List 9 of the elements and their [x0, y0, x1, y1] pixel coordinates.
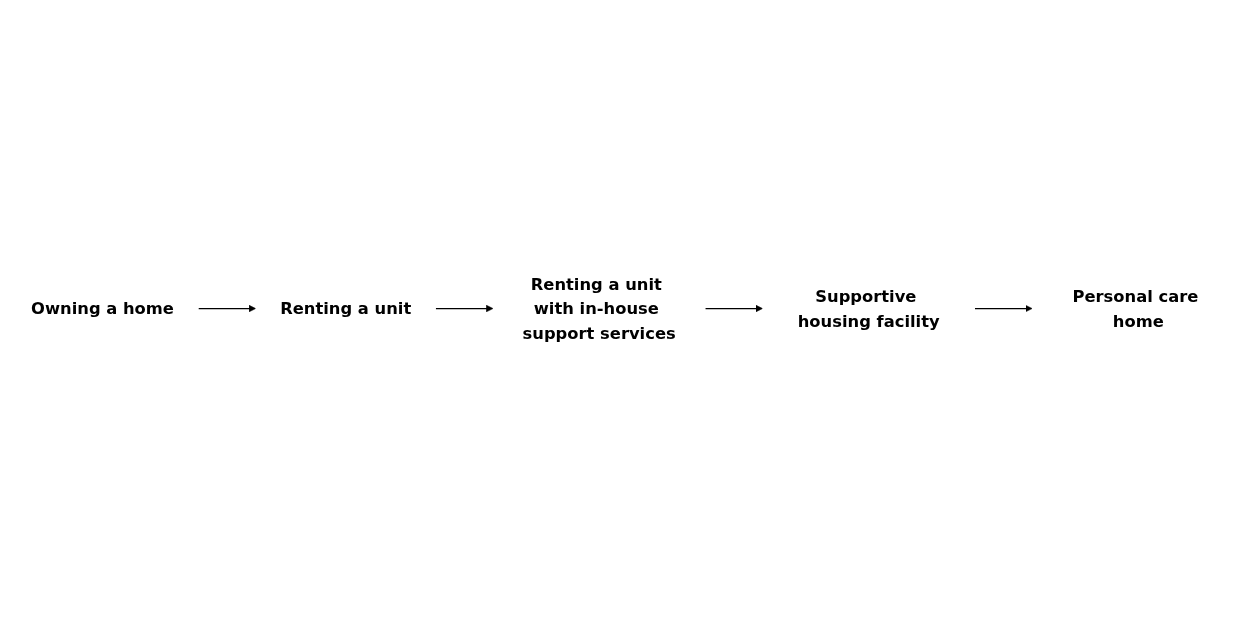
node-text: Owning a home: [31, 298, 174, 319]
node-text: Supportive housing facility: [797, 286, 940, 331]
node-text: Personal care home: [1072, 286, 1199, 331]
arrow: [704, 304, 763, 313]
arrow: [974, 304, 1033, 313]
node-text: Renting a unit with in-house support services: [522, 274, 676, 343]
arrow: [197, 304, 256, 313]
arrow: [435, 304, 494, 313]
node-text: Renting a unit: [280, 298, 412, 319]
